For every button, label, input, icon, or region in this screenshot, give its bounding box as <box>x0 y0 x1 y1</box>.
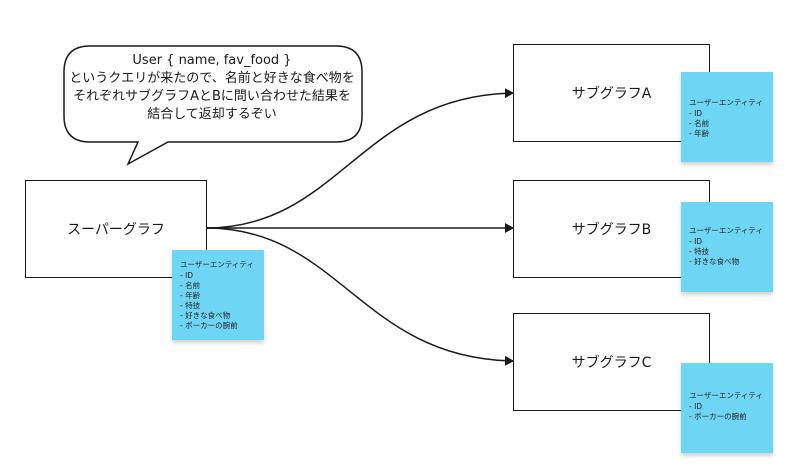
speech-bubble-line: 結合して返却するぞい <box>147 107 277 122</box>
speech-bubble: User { name, fav_food } というクエリが来たので、名前と好… <box>64 52 360 124</box>
note-item: - 年齢 <box>689 129 710 138</box>
subgraph-b-node[interactable]: サブグラフB <box>513 180 710 278</box>
note-item: - ID <box>689 109 703 118</box>
note-title: ユーザーエンティティ <box>689 391 763 400</box>
note-item: - 年齢 <box>180 291 201 300</box>
note-item: - ID <box>689 402 703 411</box>
subgraph-c-label: サブグラフC <box>571 355 652 371</box>
speech-bubble-line: というクエリが来たので、名前と好きな食べ物を <box>69 71 355 86</box>
note-item: - ポーカーの腕前 <box>689 412 747 421</box>
speech-bubble-outline <box>63 45 363 166</box>
note-item: - 特技 <box>180 301 201 310</box>
note-title: ユーザーエンティティ <box>689 226 763 235</box>
note-item: - 名前 <box>180 281 201 290</box>
subgraph-b-sticky-note[interactable]: ユーザーエンティティ - ID - 特技 - 好きな食べ物 <box>681 202 773 292</box>
note-title: ユーザーエンティティ <box>689 98 763 107</box>
subgraph-c-node[interactable]: サブグラフC <box>513 313 710 411</box>
note-item: - 好きな食べ物 <box>180 311 231 320</box>
subgraph-c-sticky-note[interactable]: ユーザーエンティティ - ID - ポーカーの腕前 <box>681 363 773 453</box>
connector-to-subgraph-a <box>205 88 514 229</box>
supergraph-label: スーパーグラフ <box>67 222 165 238</box>
note-item: - 特技 <box>689 247 710 256</box>
supergraph-sticky-note[interactable]: ユーザーエンティティ - ID - 名前 - 年齢 - 特技 - 好きな食べ物 … <box>172 250 264 340</box>
note-item: - 好きな食べ物 <box>689 257 740 266</box>
subgraph-a-label: サブグラフA <box>571 86 652 102</box>
subgraph-a-sticky-note[interactable]: ユーザーエンティティ - ID - 名前 - 年齢 <box>681 72 773 162</box>
note-item: - 名前 <box>689 119 710 128</box>
subgraph-b-label: サブグラフB <box>571 222 652 238</box>
note-item: - ポーカーの腕前 <box>180 321 238 330</box>
subgraph-a-node[interactable]: サブグラフA <box>513 44 710 142</box>
note-item: - ID <box>180 271 194 280</box>
speech-bubble-line: それぞれサブグラフAとBに問い合わせた結果を <box>73 89 351 104</box>
note-title: ユーザーエンティティ <box>180 260 254 269</box>
note-item: - ID <box>689 237 703 246</box>
connector-to-subgraph-c <box>205 227 514 366</box>
speech-bubble-line: User { name, fav_food } <box>132 53 292 68</box>
